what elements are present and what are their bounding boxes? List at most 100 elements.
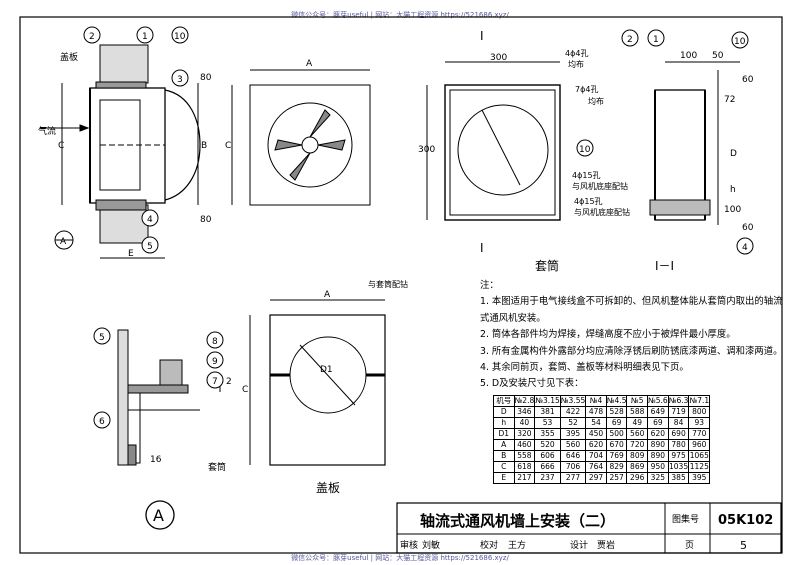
table-cell: 690 (667, 428, 690, 440)
dim-60-bot: 60 (742, 223, 754, 233)
hole-4-15b: 4ϕ15孔 (574, 197, 603, 206)
callout-10c: 10 (734, 37, 746, 47)
table-cell: C (493, 461, 515, 473)
table-cell: 588 (626, 406, 648, 418)
even-2: 均布 (588, 96, 604, 106)
dimension-table: 机号 №2.8 №3.15 №3.55 №4 №4.5 №5 №5.6 №6.3… (493, 395, 711, 484)
table-header-cell: №4.5 (605, 395, 628, 407)
table-cell: h (493, 417, 515, 429)
table-cell: 320 (513, 428, 536, 440)
table-cell: 355 (534, 428, 561, 440)
table-cell: 69 (646, 417, 669, 429)
table-cell: 800 (688, 406, 711, 418)
detail-A-marker: A (153, 506, 164, 525)
dim-80-bot: 80 (200, 215, 212, 225)
section-II-view (649, 61, 740, 225)
table-cell: 704 (585, 450, 607, 462)
table-header-cell: №2.8 (513, 395, 536, 407)
note-4: 4. 其余同前页，套筒、盖板等材料明细表见下页。 (480, 362, 689, 374)
table-header-row: 机号 №2.8 №3.15 №3.55 №4 №4.5 №5 №5.6 №6.3… (493, 395, 711, 407)
table-cell: 500 (605, 428, 628, 440)
table-header-cell: №3.55 (559, 395, 587, 407)
fan-section-view (40, 44, 201, 259)
table-cell: 764 (585, 461, 607, 473)
table-cell: 325 (646, 472, 669, 484)
callout-group-sleeve (576, 139, 594, 157)
table-cell: 296 (626, 472, 648, 484)
callout-group-detail (93, 327, 224, 429)
table-cell: 646 (559, 450, 587, 462)
callout-8: 8 (212, 337, 218, 347)
table-cell: 719 (667, 406, 690, 418)
table-header-cell: №4 (585, 395, 607, 407)
table-cell: 257 (605, 472, 628, 484)
table-cell: 606 (534, 450, 561, 462)
table-cell: 1065 (688, 450, 711, 462)
callout-2b: 2 (627, 35, 633, 45)
sleeve-view (426, 61, 561, 221)
callout-4b: 4 (742, 243, 748, 253)
table-cell: 450 (585, 428, 607, 440)
table-header-cell: 机号 (493, 395, 515, 407)
dim-A-front: A (306, 59, 313, 69)
dim-2: 2 (226, 377, 232, 387)
table-cell: 49 (626, 417, 648, 429)
table-cell: 769 (605, 450, 628, 462)
callout-5a: 5 (147, 242, 153, 252)
dim-100-v: 100 (724, 205, 741, 215)
callout-4a: 4 (147, 215, 153, 225)
table-cell: 93 (688, 417, 711, 429)
dim-300-v: 300 (418, 145, 435, 155)
table-cell: 649 (646, 406, 669, 418)
hole-4-4: 4ϕ4孔 (565, 49, 588, 58)
table-cell: 670 (605, 439, 628, 451)
table-cell: D (493, 406, 515, 418)
dim-A-cover: A (324, 290, 331, 300)
table-cell: 960 (688, 439, 711, 451)
detail-A-view (117, 329, 221, 530)
table-cell: 558 (513, 450, 536, 462)
table-cell: 381 (534, 406, 561, 418)
table-cell: 666 (534, 461, 561, 473)
table-header-cell: №6.3 (667, 395, 690, 407)
table-cell: 869 (626, 461, 648, 473)
detail-sleeve-label: 套筒 (208, 461, 226, 473)
table-cell: 346 (513, 406, 536, 418)
dim-B-left: B (201, 141, 207, 151)
table-cell: 53 (534, 417, 561, 429)
even-1: 均布 (568, 59, 584, 69)
table-cell: 720 (626, 439, 648, 451)
table-cell: 460 (513, 439, 536, 451)
callout-3a: 3 (177, 75, 183, 85)
hole-7-4: 7ϕ4孔 (575, 85, 598, 94)
dim-300-h: 300 (490, 53, 507, 63)
callout-10a: 10 (174, 32, 186, 42)
table-cell: 950 (646, 461, 669, 473)
section-I-bottom: I (480, 241, 484, 255)
dim-50: 50 (712, 51, 724, 61)
table-cell: 890 (646, 450, 669, 462)
base-match-a: 与风机底座配钻 (572, 181, 628, 191)
watermark-bottom: 微信公众号：豚芽useful | 网站：大猫工程资源 https://52168… (291, 554, 509, 562)
callout-9: 9 (212, 357, 218, 367)
note-3: 3. 所有金属构件外露部分均应清除浮锈后刷防锈底漆两道、调和漆两道。 (480, 345, 783, 357)
table-cell: 975 (667, 450, 690, 462)
table-header-cell: №3.15 (534, 395, 561, 407)
callout-group-section (621, 29, 754, 255)
table-cell: 84 (667, 417, 690, 429)
callout-2a: 2 (89, 32, 95, 42)
table-cell: 297 (585, 472, 607, 484)
table-cell: 422 (559, 406, 587, 418)
cover-plate-title: 盖板 (316, 481, 340, 495)
table-cell: B (493, 450, 515, 462)
dim-D: D (730, 149, 737, 159)
dim-100: 100 (680, 51, 697, 61)
dim-C-cover: C (242, 385, 248, 395)
table-cell: 1035 (667, 461, 690, 473)
callout-7: 7 (212, 377, 218, 387)
